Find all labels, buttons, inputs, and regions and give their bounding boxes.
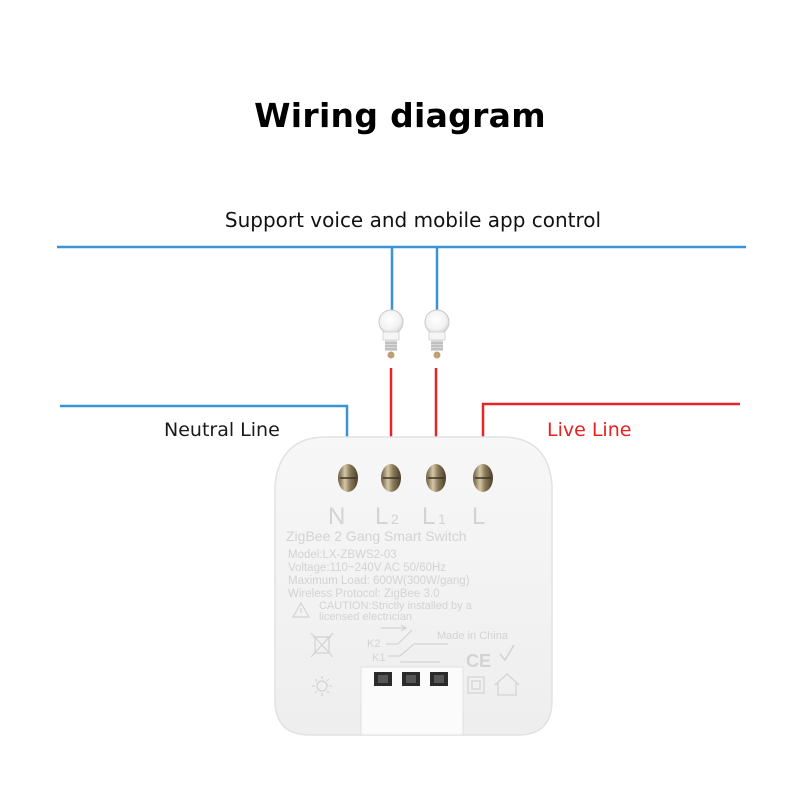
- light-indicator-icon: [312, 676, 332, 696]
- terminal-screw-l2: [381, 464, 401, 492]
- live-line-label: Live Line: [547, 419, 632, 441]
- terminal-label-l2-sub: 2: [391, 511, 399, 527]
- switch-label-k1: K1: [372, 652, 385, 664]
- product-name: ZigBee 2 Gang Smart Switch: [286, 528, 467, 544]
- neutral-line-label: Neutral Line: [164, 419, 280, 441]
- diagram-subtitle: Support voice and mobile app control: [224, 208, 602, 232]
- spec-protocol: Wireless Protocol: ZigBee 3.0: [288, 588, 439, 600]
- switch-schematic-icon: [381, 624, 448, 663]
- rohs-check-icon: [499, 644, 515, 662]
- terminal-label-l2: L: [375, 503, 388, 530]
- double-insulation-icon: [467, 676, 485, 694]
- diagram-title: Wiring diagram: [254, 96, 546, 135]
- made-in-label: Made in China: [437, 630, 509, 642]
- spec-model: Model:LX-ZBWS2-03: [288, 549, 397, 561]
- terminal-screw-l: [473, 464, 493, 492]
- caution-line-2: licensed electrician: [319, 611, 412, 623]
- warning-triangle-icon: [291, 601, 311, 618]
- caution-line-1: CAUTION:Strictly installed by a: [319, 600, 473, 612]
- switch-label-k2: K2: [367, 638, 380, 650]
- ce-mark: CE: [466, 651, 491, 671]
- connector-port-2: [402, 672, 420, 686]
- indoor-use-icon: [494, 673, 520, 696]
- light-bulb-2-icon: [424, 309, 450, 359]
- terminal-label-n: N: [328, 503, 345, 530]
- light-bulb-1-icon: [378, 309, 404, 359]
- weee-bin-icon: [310, 632, 334, 658]
- smart-switch-module: N L 2 L 1 L ZigBee 2 Gang Smart Switch M…: [274, 436, 553, 736]
- terminal-label-l: L: [472, 503, 485, 530]
- spec-voltage: Voltage:110~240V AC 50/60Hz: [288, 562, 446, 574]
- terminal-label-l1-sub: 1: [438, 511, 446, 527]
- terminal-screw-n: [338, 464, 358, 492]
- connector-port-1: [374, 672, 392, 686]
- spec-max-load: Maximum Load: 600W(300W/gang): [288, 575, 470, 587]
- terminal-label-l1: L: [422, 503, 435, 530]
- connector-port-3: [430, 672, 448, 686]
- module-body: [274, 436, 553, 736]
- terminal-screw-l1: [426, 464, 446, 492]
